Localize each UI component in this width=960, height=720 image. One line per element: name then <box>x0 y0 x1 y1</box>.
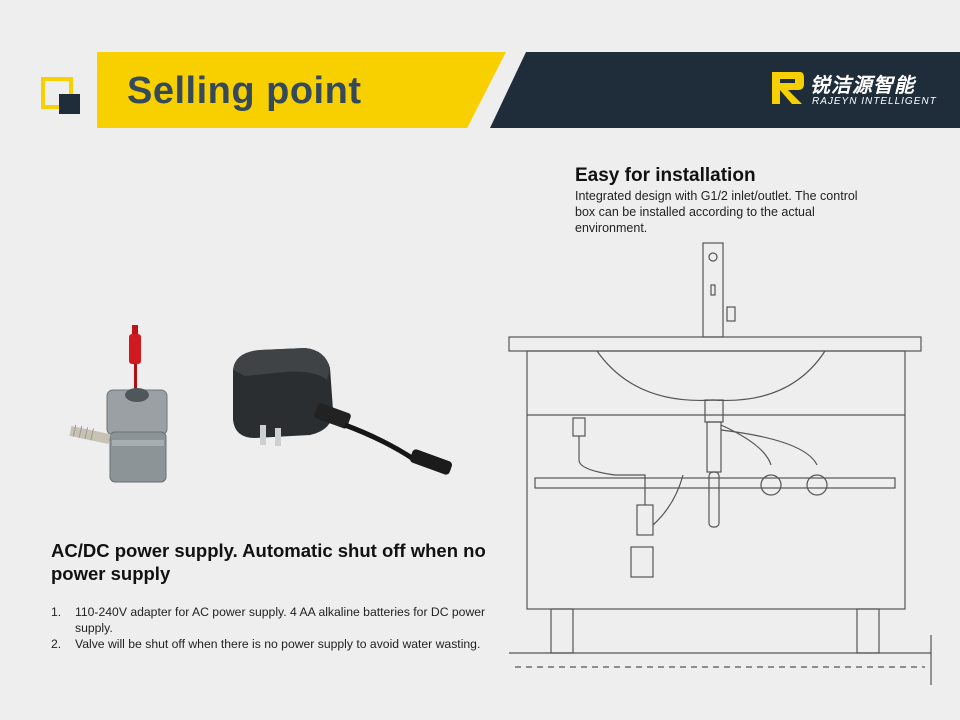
list-item-number: 2. <box>51 637 62 651</box>
solenoid-valve-image <box>69 325 168 483</box>
list-item-text: 110-240V adapter for AC power supply. 4 … <box>75 605 486 635</box>
installation-title: Easy for installation <box>575 165 756 186</box>
list-item: 2. Valve will be shut off when there is … <box>51 636 506 652</box>
sink-installation-diagram <box>508 242 932 685</box>
logo-square-icon <box>41 77 73 109</box>
brand-name-cn: 锐洁源智能 <box>810 75 915 97</box>
power-adapter-image <box>233 348 453 475</box>
installation-description: Integrated design with G1/2 inlet/outlet… <box>575 189 858 235</box>
power-feature-list: 1. 110-240V adapter for AC power supply.… <box>51 604 506 652</box>
list-item-text: Valve will be shut off when there is no … <box>75 637 481 651</box>
brand-band <box>490 52 960 128</box>
brand-logo-icon <box>772 72 804 104</box>
power-section-title: AC/DC power supply. Automatic shut off w… <box>51 540 486 584</box>
title-band <box>97 52 506 128</box>
logo-square-inner-icon <box>59 94 80 114</box>
page-title: Selling point <box>127 70 362 112</box>
brand-name-en: RAJEYN INTELLIGENT <box>812 96 937 107</box>
list-item-number: 1. <box>51 605 62 619</box>
list-item: 1. 110-240V adapter for AC power supply.… <box>51 604 506 636</box>
